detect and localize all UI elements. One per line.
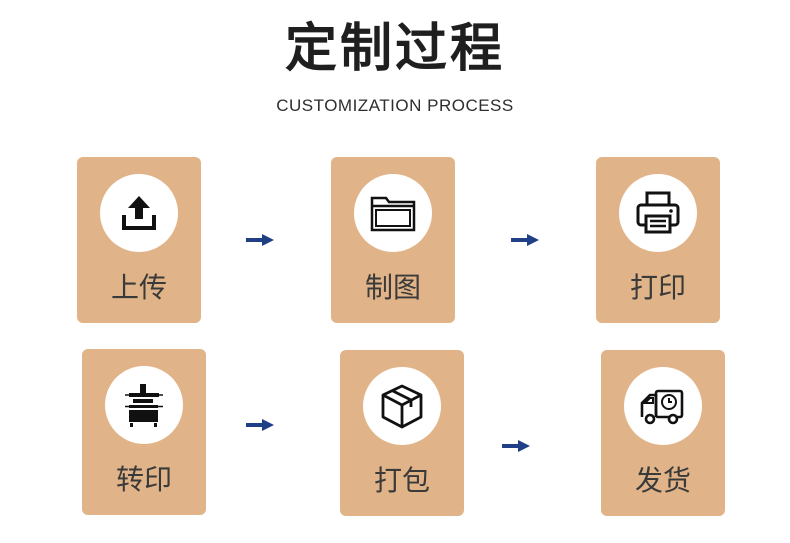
step-label: 制图: [364, 271, 421, 304]
heat-press-icon: [125, 384, 163, 427]
arrow-right-icon: [511, 234, 539, 246]
printer-icon: [636, 191, 680, 234]
arrow-right-icon: [502, 440, 530, 452]
icon-circle: [100, 174, 178, 252]
arrow-right-icon: [246, 419, 274, 431]
step-card-transfer: 转印: [82, 349, 206, 515]
step-card-design: 制图: [331, 157, 455, 323]
icon-circle: [619, 174, 697, 252]
step-label: 上传: [110, 271, 167, 304]
icon-circle: [105, 366, 183, 444]
step-label: 发货: [634, 464, 691, 497]
icon-circle: [354, 174, 432, 252]
step-card-pack: 打包: [340, 350, 464, 516]
box-icon: [381, 384, 423, 429]
upload-icon: [122, 196, 156, 230]
icon-circle: [363, 367, 441, 445]
page-subtitle: CUSTOMIZATION PROCESS: [276, 96, 514, 115]
delivery-truck-icon: [640, 389, 684, 425]
step-label: 打包: [373, 464, 430, 497]
folder-icon: [370, 196, 416, 232]
step-label: 打印: [629, 271, 686, 304]
step-card-ship: 发货: [601, 350, 725, 516]
page-title: 定制过程: [284, 19, 505, 79]
step-label: 转印: [115, 463, 172, 496]
icon-circle: [624, 367, 702, 445]
step-card-upload: 上传: [77, 157, 201, 323]
arrow-right-icon: [246, 234, 274, 246]
step-card-print: 打印: [596, 157, 720, 323]
